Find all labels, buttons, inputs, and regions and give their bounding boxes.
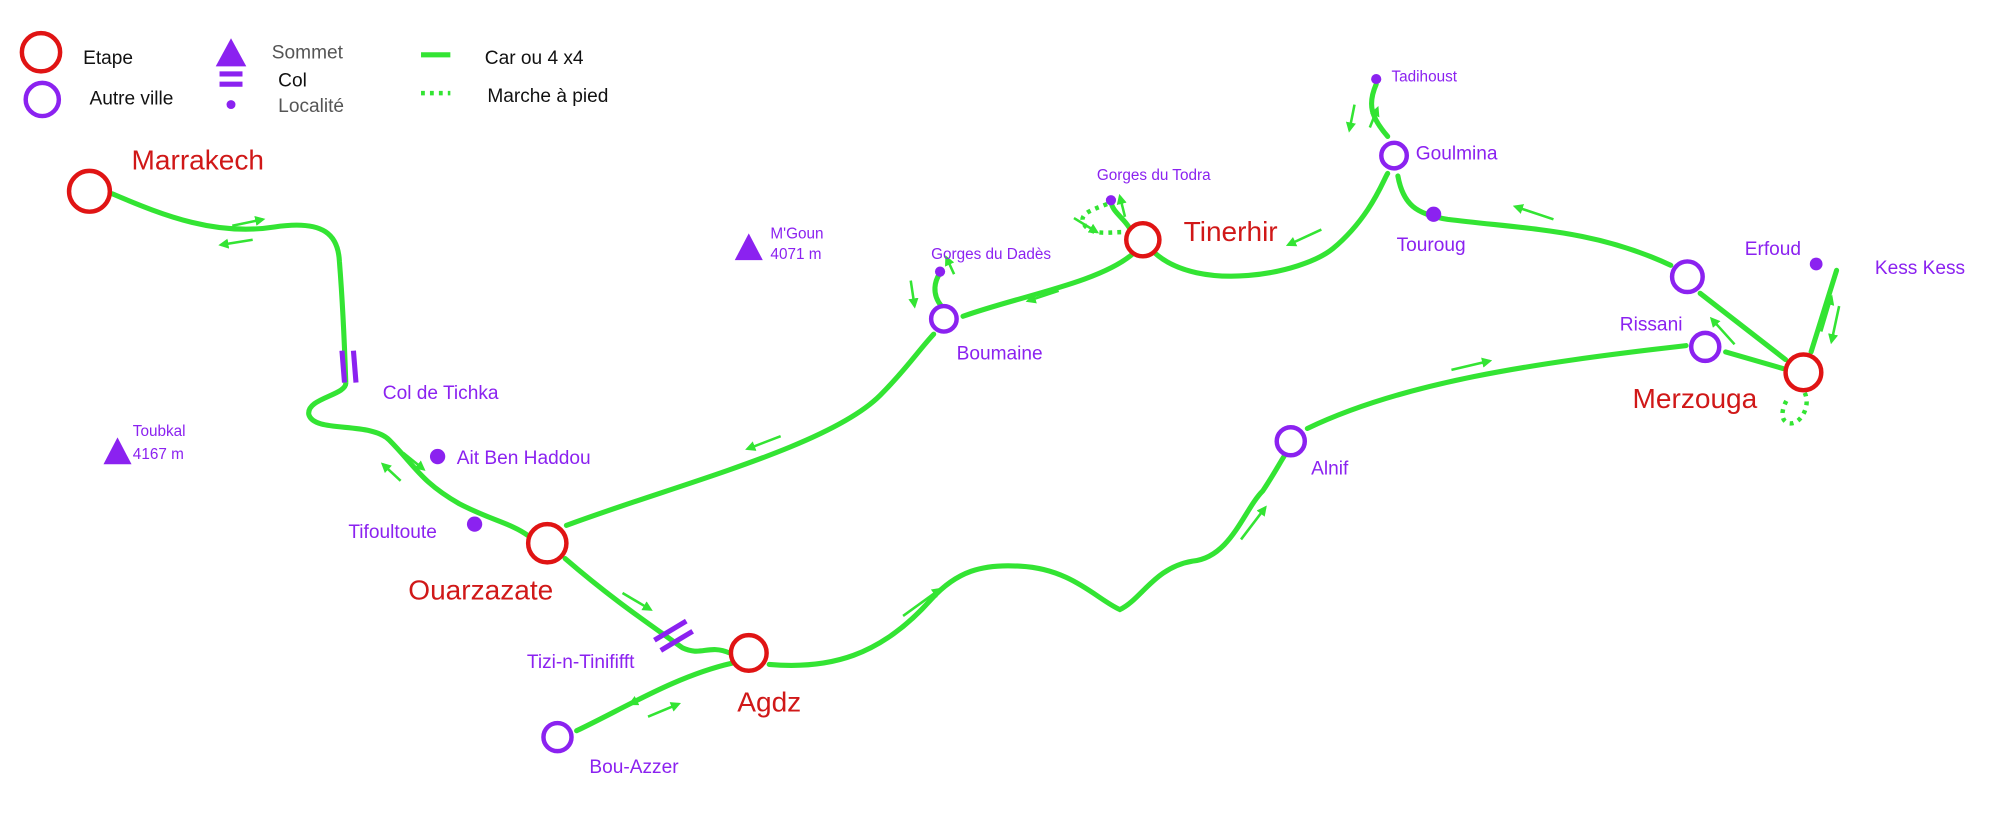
tinerhir-label: Tinerhir <box>1184 216 1278 247</box>
erfoud-marker <box>1669 259 1705 295</box>
tadihoust-dot <box>1371 73 1382 85</box>
bou-azzer-marker <box>541 720 574 754</box>
merzouga-marker <box>1783 352 1824 393</box>
legend-marche: Marche à pied <box>487 86 608 107</box>
goulmina-marker <box>1379 140 1410 171</box>
marrakech-label: Marrakech <box>132 145 264 176</box>
gorges-dades-dot <box>934 266 946 277</box>
rissani-label: Rissani <box>1620 314 1683 335</box>
kess-kess-dot <box>1809 257 1823 271</box>
gorges-todra-dot <box>1105 195 1117 206</box>
agdz-label: Agdz <box>737 687 801 718</box>
mgoun-name: M'Goun <box>770 225 823 242</box>
goulmina-label: Goulmina <box>1416 143 1498 164</box>
erfoud-label: Erfoud <box>1745 239 1801 260</box>
tifoultoute-label: Tifoultoute <box>348 522 437 543</box>
legend-sommet: Sommet <box>272 43 344 64</box>
legend: Etape Autre ville Sommet Col Localité Ca… <box>19 30 608 119</box>
alnif-label: Alnif <box>1311 458 1349 479</box>
legend-localite-icon <box>226 100 236 110</box>
ouarzazate-label: Ouarzazate <box>408 574 553 605</box>
ait-ben-haddou-dot <box>429 448 446 465</box>
ait-ben-haddou-label: Ait Ben Haddou <box>457 448 591 469</box>
boumaine-marker <box>928 303 959 334</box>
merzouga-label: Merzouga <box>1633 383 1758 414</box>
direction-arrows <box>218 104 1841 718</box>
gorges-dades-label: Gorges du Dadès <box>931 246 1051 263</box>
touroug-label: Touroug <box>1397 235 1466 256</box>
bou-azzer-label: Bou-Azzer <box>589 757 679 778</box>
legend-col: Col <box>278 71 307 92</box>
legend-etape-icon <box>19 30 63 74</box>
alnif-marker <box>1274 424 1308 458</box>
tifoultoute-dot <box>466 516 483 532</box>
col-tinififft-icon <box>653 618 694 653</box>
legend-car: Car ou 4 x4 <box>485 48 584 69</box>
legend-autre-ville: Autre ville <box>89 89 173 110</box>
rissani-marker <box>1688 330 1722 364</box>
legend-ville-icon <box>23 80 62 119</box>
agdz-marker <box>728 632 769 674</box>
marrakech-marker <box>66 168 113 214</box>
toubkal-alt: 4167 m <box>133 446 184 463</box>
ouarzazate-marker <box>525 521 569 565</box>
col-tichka-label: Col de Tichka <box>383 383 499 404</box>
touroug-dot <box>1425 206 1442 222</box>
col-tichka-icon <box>339 350 359 383</box>
roads <box>109 81 1840 734</box>
toubkal-name: Toubkal <box>133 423 186 440</box>
gorges-todra-label: Gorges du Todra <box>1097 167 1211 184</box>
tinerhir-marker <box>1124 220 1162 259</box>
legend-etape: Etape <box>83 48 133 69</box>
mgoun-summit-icon <box>734 233 763 261</box>
boumaine-label: Boumaine <box>957 344 1043 365</box>
legend-sommet-icon <box>215 38 247 67</box>
col-tinififft-label: Tizi-n-Tinififft <box>527 652 635 673</box>
mgoun-alt: 4071 m <box>770 246 821 263</box>
kess-kess-label: Kess Kess <box>1875 258 1965 279</box>
toubkal-summit-icon <box>103 437 132 465</box>
tadihoust-label: Tadihoust <box>1392 69 1458 86</box>
legend-localite: Localité <box>278 96 344 117</box>
